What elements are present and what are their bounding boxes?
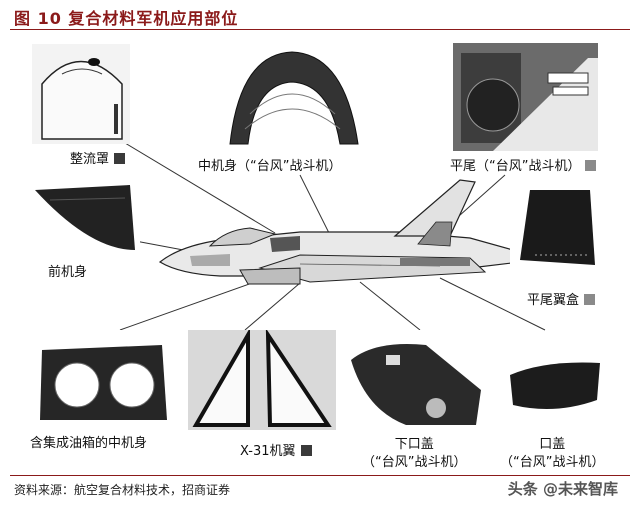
label-front-fuselage-text: 前机身: [48, 265, 88, 280]
tank-fuselage-photo: [32, 330, 172, 425]
tail-box-photo: [510, 185, 600, 273]
lower-cover-photo: [346, 330, 488, 432]
legend-square: [300, 445, 312, 456]
label-horizontal-tail: 平尾（“台风”战斗机）: [450, 155, 597, 174]
watermark: 头条 @未来智库: [507, 480, 618, 498]
label-x31-wing: X-31机翼: [240, 440, 312, 459]
front-fuselage-part-image: [30, 180, 140, 258]
label-tail-box: 平尾翼盒: [527, 289, 596, 308]
center-fuselage-photo: [220, 44, 365, 149]
leader-lines: [119, 139, 546, 331]
x31-wing-part-image: [188, 330, 336, 430]
legend-square: [585, 160, 597, 171]
lower-cover-part-image: [346, 330, 488, 432]
hatch-photo: [505, 355, 605, 417]
figure-title: 图 10 复合材料军机应用部位: [14, 9, 239, 28]
fairing-part-image: [32, 44, 130, 144]
horizontal-tail-photo: [453, 43, 598, 151]
label-center-fuselage-text: 中机身（“台风”战斗机）: [198, 159, 342, 174]
label-fairing: 整流罩: [70, 148, 126, 167]
fighter-jet-illustration: [158, 179, 521, 285]
label-hatch: 口盖 （“台风”战斗机）: [500, 436, 604, 472]
legend-square: [584, 294, 596, 305]
label-lower-cover: 下口盖 （“台风”战斗机）: [362, 436, 466, 472]
label-fairing-text: 整流罩: [70, 152, 110, 167]
label-front-fuselage: 前机身: [48, 261, 87, 280]
label-hatch-line1: 口盖: [539, 437, 566, 452]
label-x31-wing-text: X-31机翼: [240, 444, 296, 459]
label-lower-cover-line1: 下口盖: [394, 437, 434, 452]
front-fuselage-photo: [30, 180, 140, 258]
hatch-part-image: [505, 355, 605, 417]
tail-box-part-image: [510, 185, 600, 273]
source-note: 资料来源：航空复合材料技术，招商证券: [14, 483, 231, 497]
label-lower-cover-line2: （“台风”战斗机）: [362, 455, 467, 470]
horizontal-tail-part-image: [453, 43, 598, 151]
label-tank-fuselage-text: 含集成油箱的中机身: [30, 436, 148, 451]
label-tail-box-text: 平尾翼盒: [527, 293, 580, 308]
figure-header: 图 10 复合材料军机应用部位: [0, 0, 640, 30]
label-hatch-line2: （“台风”战斗机）: [500, 455, 605, 470]
title-rule: [10, 29, 630, 30]
legend-square: [114, 153, 126, 164]
label-tank-fuselage: 含集成油箱的中机身: [30, 432, 147, 451]
fairing-photo: [32, 44, 130, 144]
label-horizontal-tail-text: 平尾（“台风”战斗机）: [450, 159, 581, 174]
center-fuselage-part-image: [220, 44, 365, 149]
footer-rule: [10, 475, 630, 476]
label-center-fuselage: 中机身（“台风”战斗机）: [198, 155, 341, 174]
tank-fuselage-part-image: [32, 330, 172, 425]
x31-wing-photo: [188, 330, 336, 430]
